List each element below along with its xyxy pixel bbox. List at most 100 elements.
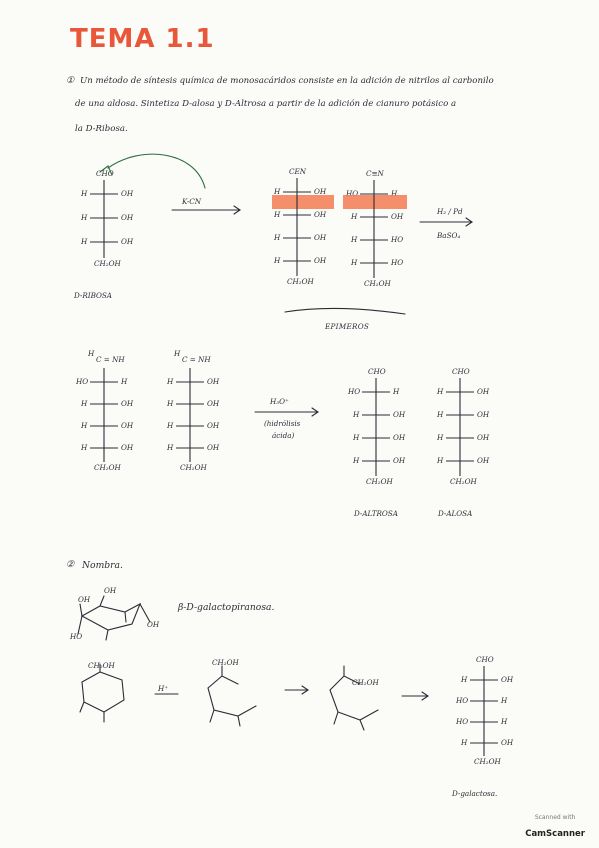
imine2-right-1: OH: [207, 399, 220, 408]
imine1-left-2: H: [81, 421, 88, 430]
question-1-number: ①: [66, 75, 75, 86]
galactose-left-3: H: [461, 738, 468, 747]
imine1-right-1: OH: [121, 399, 134, 408]
cyanohydrin2-right-2: HO: [391, 235, 404, 244]
haworth-ch2oh-2: CH₂OH: [212, 658, 239, 667]
altrose-left-1: H: [353, 410, 360, 419]
allose-left-0: H: [437, 387, 444, 396]
question-1-line-1: Un método de síntesis química de monosac…: [80, 76, 494, 86]
reagent-baso4: BaSO₄: [437, 231, 461, 240]
imine2-top: C = NH: [182, 355, 211, 364]
imine2-right-3: OH: [207, 443, 220, 452]
reagent-h2-pd: H₂ / Pd: [437, 207, 463, 216]
cyanohydrin1-left-1: H: [274, 210, 281, 219]
curved-arrow: [107, 153, 206, 189]
question-1-line-2: de una aldosa. Sintetiza D-alosa y D-Alt…: [75, 99, 457, 109]
cyanohydrin1-right-2: OH: [314, 233, 327, 242]
altrose-bottom: CH₂OH: [366, 477, 393, 486]
galactose-right-0: OH: [501, 675, 514, 684]
galactose-right-3: OH: [501, 738, 514, 747]
altrose-right-1: OH: [393, 410, 406, 419]
cyanohydrin1-top: CEN: [289, 167, 307, 176]
imine1-left-3: H: [81, 443, 88, 452]
epimers-label: EPIMEROS: [325, 322, 370, 331]
cyanohydrin2-right-1: OH: [391, 212, 404, 221]
haworth-ch2oh-1: CH₂OH: [88, 661, 115, 670]
altrose-right-2: OH: [393, 433, 406, 442]
allose-name: D-ALOSA: [438, 509, 473, 518]
imine2-left-3: H: [167, 443, 174, 452]
cyanohydrin1-right-1: OH: [314, 210, 327, 219]
allose-right-1: OH: [477, 410, 490, 419]
ribose-right-2: OH: [121, 237, 134, 246]
question-2-heading: Nombra.: [82, 560, 123, 571]
altrose-left-3: H: [353, 456, 360, 465]
cyanohydrin2-bottom: CH₂OH: [364, 279, 391, 288]
ribose-top: CHO: [96, 169, 114, 178]
haworth-ring-3: [329, 665, 379, 731]
epimer-bracket: [284, 307, 406, 315]
cyanohydrin1-right-3: OH: [314, 256, 327, 265]
haworth-ch2oh-3: CH₂OH: [352, 678, 379, 687]
cyanohydrin1-right-0: OH: [314, 187, 327, 196]
ribose-left-0: H: [81, 189, 88, 198]
pyranose-chair: [77, 595, 151, 641]
galactose-top: CHO: [476, 655, 494, 664]
allose-right-3: OH: [477, 456, 490, 465]
cyanohydrin1-left-0: H: [274, 187, 281, 196]
reagent-h3o: H₃O⁺: [270, 397, 289, 406]
ribose-name: D-RIBOSA: [74, 291, 112, 300]
ribose-left-2: H: [81, 237, 88, 246]
allose-right-0: OH: [477, 387, 490, 396]
cyanohydrin2-right-0: H: [391, 189, 398, 198]
galactose-right-2: H: [501, 717, 508, 726]
ribose-right-1: OH: [121, 213, 134, 222]
imine1-top: C = NH: [96, 355, 125, 364]
haworth-h-plus: H⁺: [158, 684, 169, 693]
imine1-left-1: H: [81, 399, 88, 408]
ribose-bottom: CH₂OH: [94, 259, 121, 268]
allose-top: CHO: [452, 367, 470, 376]
imine2-right-0: OH: [207, 377, 220, 386]
cyanohydrin2-right-3: HO: [391, 258, 404, 267]
imine2-bottom: CH₂OH: [180, 463, 207, 472]
imine2-right-2: OH: [207, 421, 220, 430]
haworth-ring-1: [79, 663, 125, 723]
galactose-bottom: CH₂OH: [474, 757, 501, 766]
reagent-acid: ácida): [272, 431, 295, 440]
highlight-box-1: [272, 195, 334, 209]
pyranose-ho: HO: [70, 632, 83, 641]
cyanohydrin2-left-0: HO: [346, 189, 359, 198]
allose-left-2: H: [437, 433, 444, 442]
galactose-left-2: HO: [456, 717, 469, 726]
altrose-left-2: H: [353, 433, 360, 442]
altrose-top: CHO: [368, 367, 386, 376]
ribose-left-1: H: [81, 213, 88, 222]
pyranose-oh-1: OH: [78, 595, 91, 604]
ribose-right-0: OH: [121, 189, 134, 198]
cyanohydrin2-top: C≡N: [366, 169, 384, 178]
allose-bottom: CH₂OH: [450, 477, 477, 486]
cyanohydrin1-bottom: CH₂OH: [287, 277, 314, 286]
imine1-bottom: CH₂OH: [94, 463, 121, 472]
allose-left-1: H: [437, 410, 444, 419]
imine2-top-h: H: [174, 349, 181, 358]
pyranose-oh-2: OH: [104, 586, 117, 595]
imine1-right-3: OH: [121, 443, 134, 452]
galactose-left-1: HO: [456, 696, 469, 705]
allose-right-2: OH: [477, 433, 490, 442]
cyanohydrin1-left-3: H: [274, 256, 281, 265]
question-1-line-3: la D-Ribosa.: [75, 124, 128, 134]
page-title: TEMA 1.1: [70, 24, 215, 54]
pyranose-oh-3: OH: [147, 620, 160, 629]
imine2-left-1: H: [167, 399, 174, 408]
galactose-right-1: H: [501, 696, 508, 705]
scanned-with-label: Scanned with: [534, 814, 576, 821]
cyanohydrin2-left-1: H: [351, 212, 358, 221]
allose-left-3: H: [437, 456, 444, 465]
cyanohydrin2-left-3: H: [351, 258, 358, 267]
scanner-watermark: Scanned with CamScanner: [525, 814, 585, 840]
imine1-right-2: OH: [121, 421, 134, 430]
altrose-name: D-ALTROSA: [354, 509, 398, 518]
